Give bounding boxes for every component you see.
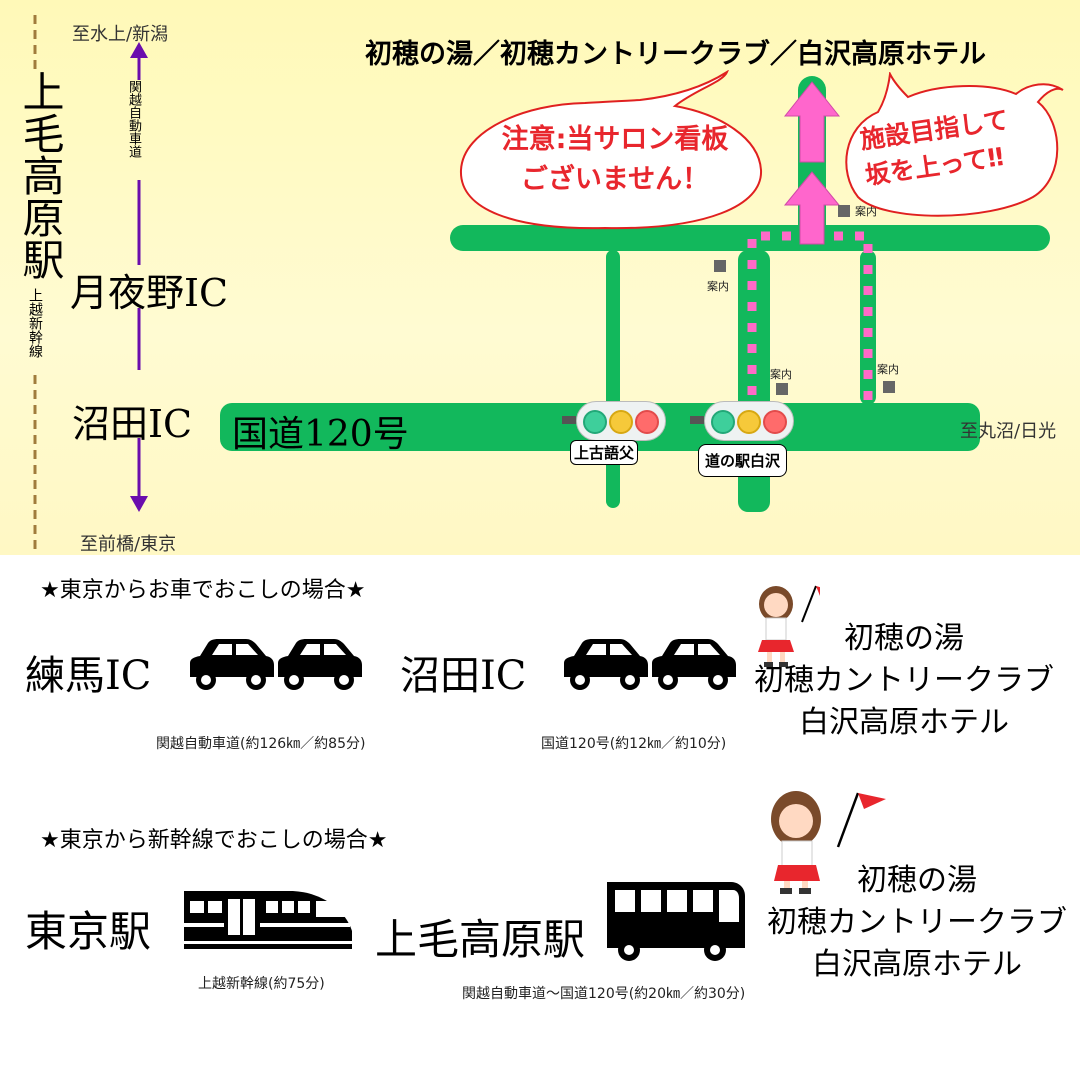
signal-arm: [562, 416, 576, 424]
guide-sign-label: 案内: [770, 368, 792, 381]
notice-text: 注意:当サロン看板 ございません！: [501, 124, 729, 195]
car-note-route: 国道120号(約12㎞／約10分): [541, 736, 727, 752]
traffic-signal-icon: [576, 401, 666, 441]
to-north-label: 至水上/新潟: [72, 24, 169, 45]
signal-name-tag: 上古語父: [570, 440, 639, 465]
notice-bubble: [459, 70, 763, 230]
signal-arm: [690, 416, 704, 424]
signal-name-tag: 道の駅白沢: [698, 444, 788, 477]
car-mid-label: 沼田IC: [400, 653, 527, 699]
shinkansen-vertical-label: 上越新幹線: [27, 288, 43, 358]
train-icon: [184, 891, 352, 949]
guide-girl-icon: [758, 585, 820, 667]
car-section-title: ★東京からお車でおこしの場合★: [40, 578, 366, 603]
tsukiyono-ic-label: 月夜野IC: [70, 271, 229, 315]
facility-banner: 初穂の湯／初穂カントリークラブ／白沢高原ホテル: [365, 39, 986, 70]
expressway-line: [130, 42, 148, 512]
guide-sign-label: 案内: [855, 205, 877, 218]
to-east-label: 至丸沼/日光: [960, 421, 1057, 442]
expressway-vertical-label: 関越自動車道: [126, 80, 141, 158]
train-note-shinkansen: 上越新幹線(約75分): [198, 976, 325, 992]
guide-sign-marker: [776, 383, 788, 395]
flag-icon: [816, 586, 820, 596]
station-vertical-label: 上毛高原駅: [16, 70, 65, 280]
route-120-label: 国道120号: [232, 414, 409, 455]
guide-sign-label: 案内: [707, 280, 729, 293]
train-section-title: ★東京から新幹線でおこしの場合★: [40, 828, 388, 853]
car-icon: [564, 639, 736, 690]
guide-girl-icon: [771, 791, 886, 894]
uphill-bubble: [845, 72, 1064, 217]
flag-icon: [858, 793, 886, 809]
car-start-label: 練馬IC: [25, 653, 152, 699]
car-note-expressway: 関越自動車道(約126㎞／約85分): [156, 736, 366, 752]
to-south-label: 至前橋/東京: [80, 534, 177, 555]
guide-sign-marker: [883, 381, 895, 393]
car-icon: [190, 639, 362, 690]
car-destination: 初穂の湯 初穂カントリークラブ 白沢高原ホテル: [754, 621, 1054, 740]
train-start-label: 東京駅: [25, 907, 152, 956]
train-destination: 初穂の湯 初穂カントリークラブ 白沢高原ホテル: [767, 863, 1067, 982]
bus-icon: [607, 882, 745, 961]
numata-ic-label: 沼田IC: [72, 402, 193, 446]
access-map: 上毛高原駅 上越新幹線 関越自動車道 至水上/新潟 至前橋/東京 月夜野IC 沼…: [0, 0, 1080, 555]
recommended-route: [747, 81, 873, 400]
guide-sign-marker: [838, 205, 850, 217]
guide-sign-label: 案内: [877, 363, 899, 376]
shinkansen-line: [33, 15, 37, 555]
traffic-signal-icon: [704, 401, 794, 441]
guide-sign-marker: [714, 260, 726, 272]
train-mid-label: 上毛高原駅: [375, 915, 586, 964]
train-note-bus: 関越自動車道～国道120号(約20㎞／約30分): [462, 986, 746, 1002]
